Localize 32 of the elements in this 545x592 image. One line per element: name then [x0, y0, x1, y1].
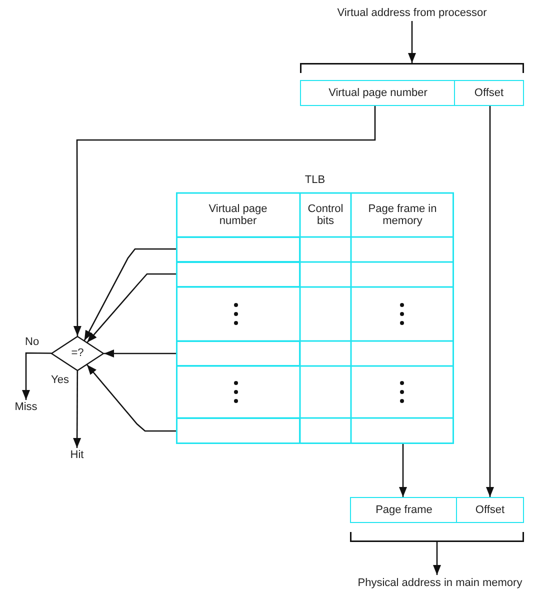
- register-field: Page frame: [350, 497, 458, 523]
- table-header-cell: Control bits: [300, 193, 351, 237]
- outcome-text: Miss: [8, 400, 44, 415]
- arrow: [73, 370, 82, 448]
- decision-diamond: =?: [51, 336, 104, 371]
- register-field: Virtual page number: [300, 80, 456, 106]
- arrow: [433, 542, 441, 575]
- table-cell: [176, 262, 300, 287]
- caption-text: Physical address in main memory: [338, 575, 542, 591]
- register-field: Offset: [456, 497, 524, 523]
- edge-label: No: [24, 336, 40, 348]
- arrow: [408, 21, 416, 63]
- table-cell: [176, 418, 300, 444]
- table-cell: [176, 237, 300, 262]
- bracket: [350, 532, 524, 542]
- table-header-cell: Page frame in memory: [351, 193, 454, 237]
- arrow: [84, 248, 176, 341]
- bracket: [300, 63, 524, 73]
- arrow: [22, 352, 52, 400]
- table-cell: [176, 341, 300, 366]
- outcome-text: Hit: [62, 448, 92, 463]
- table-header-cell: Virtual page number: [176, 193, 300, 237]
- register-field: Offset: [454, 80, 524, 106]
- arrow: [399, 444, 407, 497]
- caption-text: Virtual address from processor: [302, 5, 522, 21]
- arrow: [86, 364, 176, 432]
- edge-label: Yes: [50, 374, 70, 386]
- table-title: TLB: [304, 174, 326, 186]
- arrow: [486, 106, 494, 497]
- arrow: [104, 350, 176, 358]
- arrow: [86, 273, 176, 343]
- arrow: [73, 106, 376, 336]
